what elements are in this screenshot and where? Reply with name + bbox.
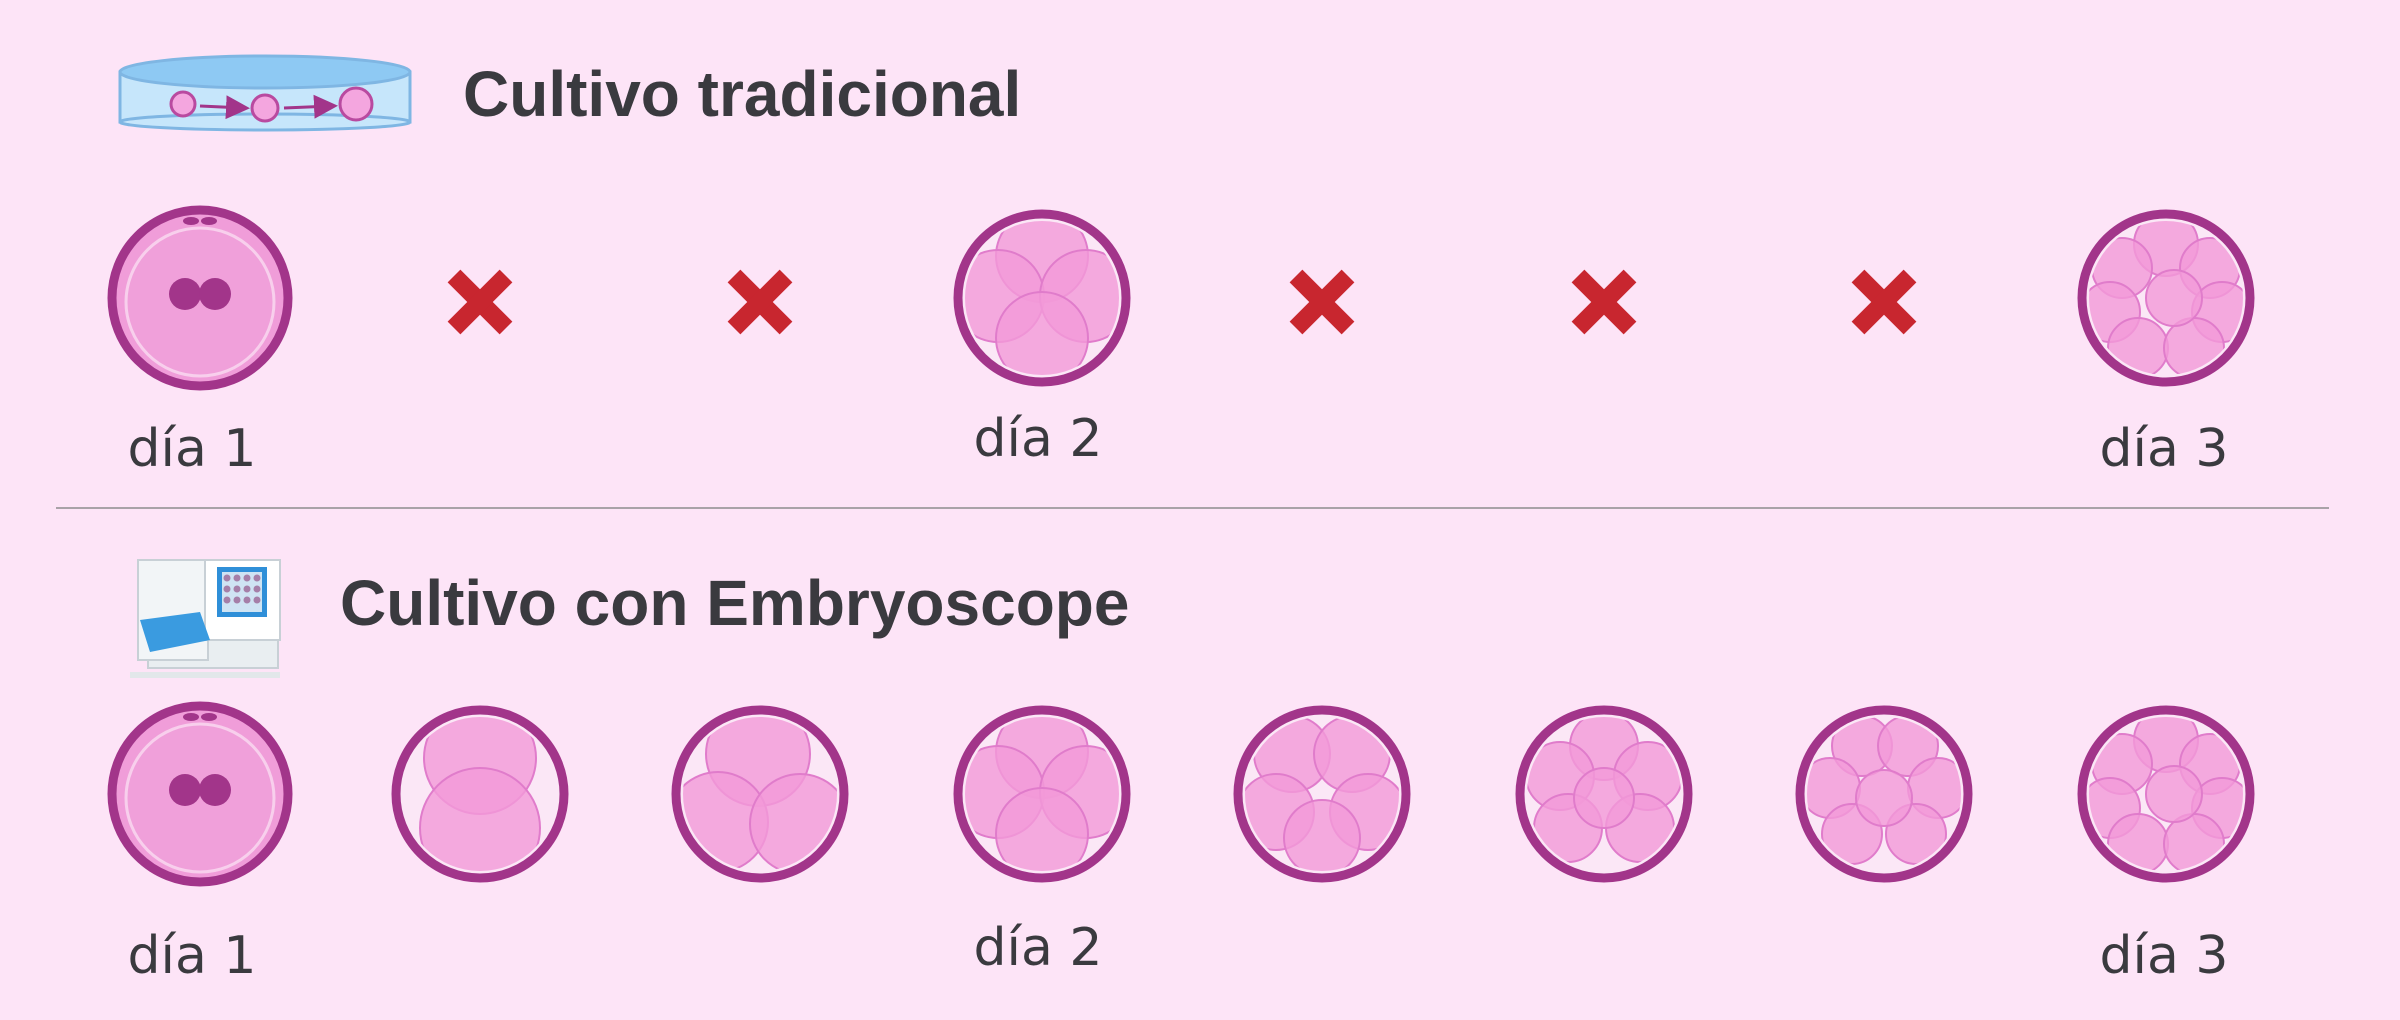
incubator-drawer bbox=[140, 612, 210, 652]
embryo-traditional-4 bbox=[953, 209, 1131, 387]
dish-embryo bbox=[250, 93, 280, 123]
dish-embryo bbox=[169, 90, 197, 118]
missed-observation-mark bbox=[727, 269, 793, 335]
well bbox=[223, 585, 231, 593]
embryo-embryoscope-3 bbox=[671, 705, 849, 883]
dish-lid bbox=[118, 54, 412, 90]
day-label-traditional-1: día 1 bbox=[127, 419, 257, 479]
section-title-traditional: Cultivo tradicional bbox=[463, 58, 1022, 130]
polar-body bbox=[201, 217, 217, 225]
well bbox=[223, 596, 231, 604]
polar-body bbox=[183, 713, 199, 721]
missed-observation-mark bbox=[447, 269, 513, 335]
pronucleus bbox=[199, 278, 231, 310]
cytoplasm bbox=[124, 722, 276, 874]
polar-body bbox=[183, 217, 199, 225]
day-label-embryoscope-3: día 3 bbox=[2099, 926, 2229, 986]
pronucleus bbox=[169, 774, 201, 806]
cross-stroke bbox=[1851, 269, 1917, 335]
section-divider bbox=[56, 507, 2329, 509]
embryo-embryoscope-8 bbox=[2077, 705, 2255, 883]
cytoplasm bbox=[124, 226, 276, 378]
blastomere bbox=[995, 291, 1089, 375]
dish-embryo bbox=[338, 86, 374, 122]
embryo-embryoscope-6 bbox=[1515, 705, 1693, 883]
embryo-embryoscope-5 bbox=[1233, 705, 1411, 883]
well bbox=[233, 596, 241, 604]
well bbox=[253, 585, 261, 593]
polar-body bbox=[201, 713, 217, 721]
embryo-embryoscope-7 bbox=[1795, 705, 1973, 883]
blastomere bbox=[419, 767, 541, 871]
blastomere bbox=[1855, 769, 1913, 827]
well bbox=[253, 574, 261, 582]
day-label-embryoscope-1: día 1 bbox=[127, 926, 257, 986]
blastomere bbox=[1283, 799, 1361, 871]
embryo-traditional-1 bbox=[107, 205, 293, 391]
day-label-traditional-2: día 2 bbox=[973, 409, 1103, 469]
day-label-traditional-3: día 3 bbox=[2099, 419, 2229, 479]
well bbox=[233, 574, 241, 582]
cross-stroke bbox=[447, 269, 513, 335]
well bbox=[243, 574, 251, 582]
well bbox=[243, 596, 251, 604]
blastomere bbox=[1573, 767, 1635, 829]
embryo-traditional-8 bbox=[2077, 209, 2255, 387]
embryo-embryoscope-1 bbox=[107, 701, 293, 887]
blastomere bbox=[2145, 765, 2203, 823]
embryoscope-incubator-icon bbox=[130, 559, 281, 678]
incubator-shadow bbox=[130, 672, 280, 678]
cross-stroke bbox=[1571, 269, 1637, 335]
petri-dish-icon bbox=[118, 54, 412, 132]
embryo-embryoscope-4 bbox=[953, 705, 1131, 883]
day-label-embryoscope-2: día 2 bbox=[973, 918, 1103, 978]
blastomere bbox=[995, 787, 1089, 871]
well bbox=[253, 596, 261, 604]
pronucleus bbox=[169, 278, 201, 310]
well bbox=[233, 585, 241, 593]
missed-observation-mark bbox=[1851, 269, 1917, 335]
pronucleus bbox=[199, 774, 231, 806]
missed-observation-mark bbox=[1571, 269, 1637, 335]
section-title-embryoscope: Cultivo con Embryoscope bbox=[340, 567, 1130, 639]
embryo-embryoscope-2 bbox=[391, 705, 569, 883]
dish-arrow bbox=[199, 95, 250, 120]
well bbox=[243, 585, 251, 593]
cross-stroke bbox=[1289, 269, 1355, 335]
blastomere bbox=[2145, 269, 2203, 327]
missed-observation-mark bbox=[1289, 269, 1355, 335]
well bbox=[223, 574, 231, 582]
cross-stroke bbox=[727, 269, 793, 335]
dish-arrow bbox=[283, 94, 338, 119]
